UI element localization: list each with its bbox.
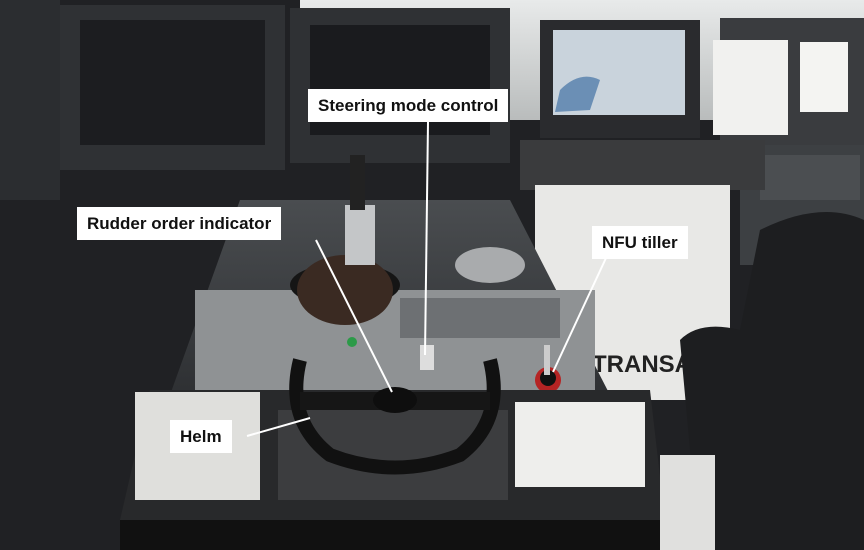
chair: [680, 212, 864, 550]
notice-paper: [713, 40, 788, 135]
callout-steering-mode-control: Steering mode control: [308, 89, 509, 122]
steering-changeover-notice: [515, 402, 645, 487]
cabinet-brand: TRANSA: [592, 351, 692, 378]
mode-selector: [420, 345, 434, 370]
callout-nfu-tiller: NFU tiller: [592, 226, 688, 259]
callout-lines: [246, 121, 607, 437]
helm-wheel: [289, 358, 501, 475]
callout-helm: Helm: [170, 420, 232, 453]
callout-rudder-order-indicator: Rudder order indicator: [77, 207, 282, 240]
